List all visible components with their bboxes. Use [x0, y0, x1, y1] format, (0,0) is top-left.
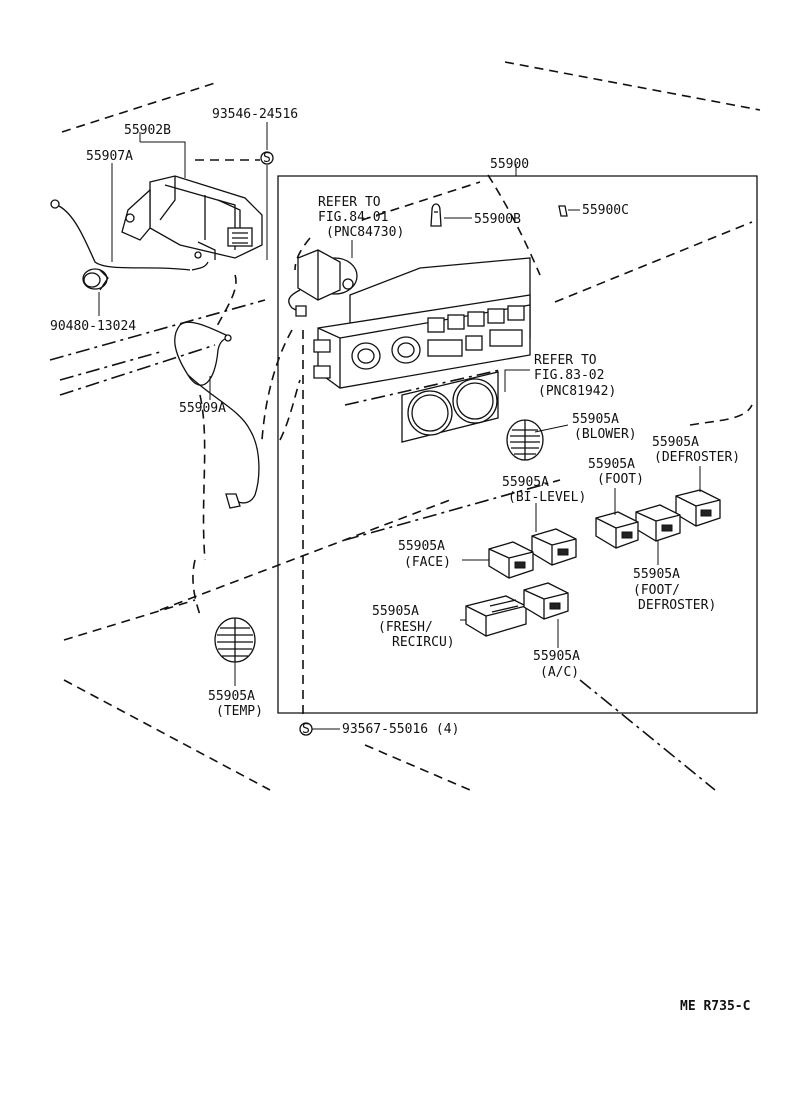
label-bi-level-name: (BI-LEVEL)	[508, 490, 586, 505]
label-face-number: 55905A	[398, 539, 445, 554]
label-fresh-name2: RECIRCU)	[392, 635, 455, 650]
label-refer1-line1: REFER TO	[318, 195, 381, 210]
heater-control-panel	[313, 257, 531, 389]
button-face	[488, 541, 534, 579]
label-foot-defroster-name2: DEFROSTER)	[638, 598, 716, 613]
button-foot	[595, 511, 639, 549]
label-fresh-name1: (FRESH/	[378, 620, 433, 635]
label-ac-number: 55905A	[533, 649, 580, 664]
label-refer2-line1: REFER TO	[534, 353, 597, 368]
label-ac-name: (A/C)	[540, 665, 579, 680]
bulb-socket-part	[558, 205, 568, 217]
knob-temp	[214, 617, 256, 663]
label-55902B: 55902B	[124, 123, 171, 138]
control-cable	[174, 321, 260, 509]
leader-lines	[98, 122, 701, 730]
label-temp-number: 55905A	[208, 689, 255, 704]
label-55900: 55900	[490, 157, 529, 172]
face-plate	[401, 371, 499, 443]
label-bi-level-number: 55905A	[502, 475, 549, 490]
label-temp-name: (TEMP)	[216, 704, 263, 719]
label-foot-name: (FOOT)	[597, 472, 644, 487]
label-55900B: 55900B	[474, 212, 521, 227]
svg-text:S: S	[302, 722, 310, 737]
label-refer2-line2: FIG.83-02	[534, 368, 604, 383]
label-foot-defroster-number: 55905A	[633, 567, 680, 582]
label-93567-55016: 93567-55016 (4)	[342, 722, 459, 737]
wire-harness	[50, 199, 209, 271]
label-90480-13024: 90480-13024	[50, 319, 136, 334]
label-refer2-line3: (PNC81942)	[538, 384, 616, 399]
assembly-frame	[277, 164, 758, 720]
label-refer1-line2: FIG.84-01	[318, 210, 388, 225]
button-ac	[523, 582, 569, 620]
label-blower-name: (BLOWER)	[574, 427, 637, 442]
label-refer1-line3: (PNC84730)	[326, 225, 404, 240]
button-defroster	[675, 489, 721, 527]
bulb-part	[430, 203, 442, 227]
label-55900C: 55900C	[582, 203, 629, 218]
button-bi-level	[531, 528, 577, 566]
label-foot-number: 55905A	[588, 457, 635, 472]
svg-text:S: S	[263, 151, 271, 166]
knob-blower	[506, 419, 544, 461]
blower-switch-unit	[288, 249, 358, 317]
figure-code: ME R735-C	[680, 999, 750, 1014]
label-55907A: 55907A	[86, 149, 133, 164]
grommet-part	[82, 268, 109, 291]
part-labels: 93546-24516 55902B 55907A 55900 REFER TO…	[50, 107, 740, 737]
label-face-name: (FACE)	[404, 555, 451, 570]
screw-symbol-bottom: S	[299, 722, 313, 737]
label-fresh-number: 55905A	[372, 604, 419, 619]
label-93546-24516: 93546-24516	[212, 107, 298, 122]
label-defroster-name: (DEFROSTER)	[654, 450, 740, 465]
background-lines	[49, 61, 761, 791]
label-blower-number: 55905A	[572, 412, 619, 427]
label-foot-defroster-name1: (FOOT/	[633, 583, 680, 598]
button-fresh-recirc	[465, 595, 527, 637]
screw-symbol-top: S	[260, 151, 274, 166]
label-defroster-number: 55905A	[652, 435, 699, 450]
label-55909A: 55909A	[179, 401, 226, 416]
button-foot-defroster	[635, 504, 681, 542]
servo-motor-assembly	[121, 175, 263, 260]
